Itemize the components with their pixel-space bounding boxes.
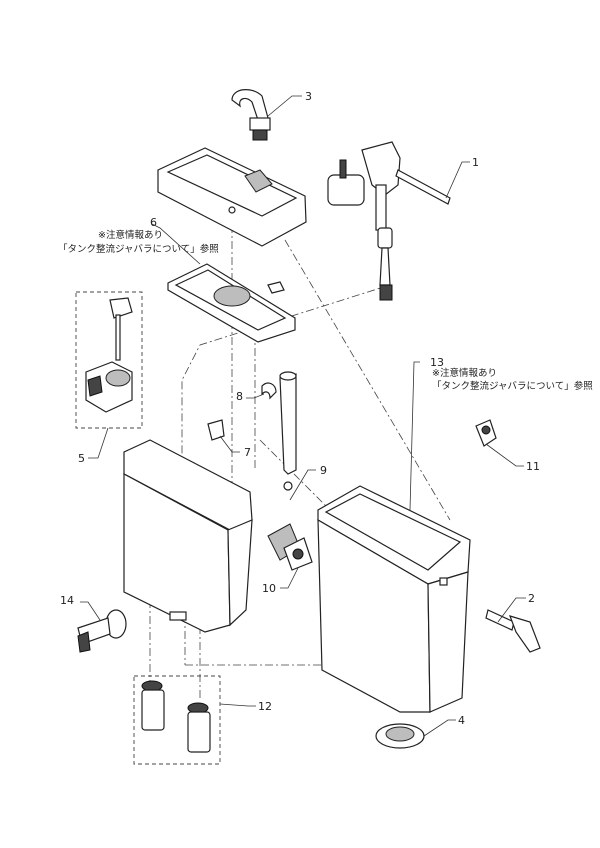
part-7-clip [207,419,225,441]
callout-13: 13 [430,356,444,369]
callout-14: 14 [60,594,74,607]
part-8-clip [261,382,277,400]
callout-8: 8 [236,390,243,403]
outer-tank [317,485,471,713]
part-tank-lid [157,147,307,247]
part-14-valve [77,609,127,653]
callout-1: 1 [472,156,479,169]
callout-7: 7 [244,446,251,459]
part-4-ring-gasket [375,723,425,749]
part-11-fitting [475,419,497,447]
callout-11: 11 [526,460,540,473]
part-6-flow-plate [167,263,296,343]
part-12-strainers [133,675,221,765]
note-13-line2: 「タンク整流ジャバラについて」参照 [432,380,593,392]
leader-lines [80,95,526,737]
part-5-flush-valve [75,291,143,429]
callout-5: 5 [78,452,85,465]
inner-tank [123,439,253,633]
callout-12: 12 [258,700,272,713]
callout-3: 3 [305,90,312,103]
part-10-seal [283,537,313,571]
overflow-tube [279,371,297,491]
part-1-fill-valve [327,141,451,301]
callout-9: 9 [320,464,327,477]
callout-10: 10 [262,582,276,595]
part-3-spout [231,89,271,141]
callout-labels: 3 1 6 ※注意情報あり 「タンク整流ジャバラについて」参照 13 ※注意情報… [58,90,593,727]
callout-4: 4 [458,714,465,727]
note-6-line2: 「タンク整流ジャバラについて」参照 [58,243,219,255]
note-6-line1: ※注意情報あり [98,229,163,241]
callout-6: 6 [150,216,157,229]
note-13-line1: ※注意情報あり [432,367,497,379]
part-2-lever-handle [485,609,541,653]
callout-2: 2 [528,592,535,605]
